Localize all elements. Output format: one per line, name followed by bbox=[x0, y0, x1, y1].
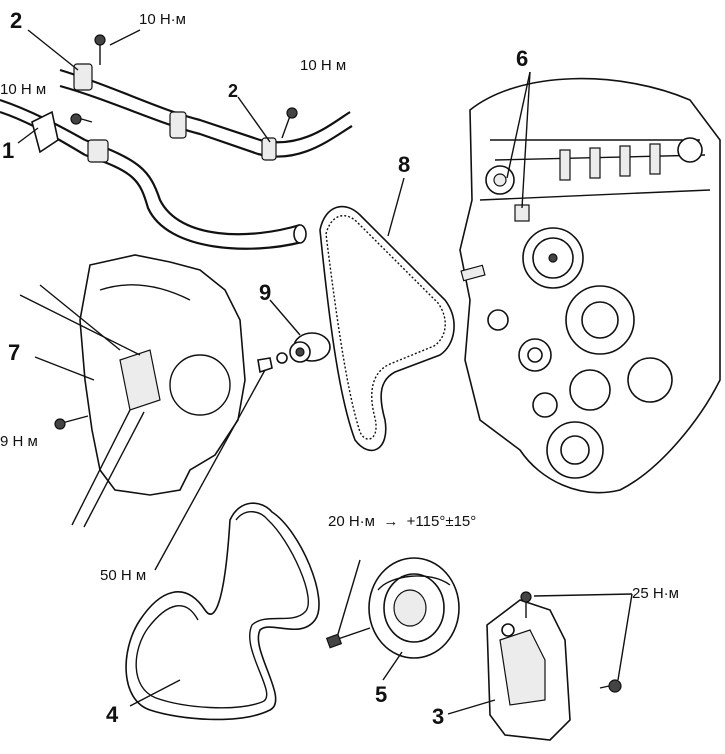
callout-6: 5 bbox=[375, 682, 387, 707]
leader-lines bbox=[17, 29, 633, 715]
callout-3: 3 bbox=[432, 704, 444, 729]
timing-belt bbox=[319, 205, 455, 452]
bracket-bolt-top bbox=[520, 591, 532, 618]
callout-8: 8 bbox=[398, 152, 410, 177]
torque-label-cover: 9 Н м bbox=[0, 433, 38, 450]
timing-cover bbox=[19, 254, 246, 528]
torque-label-mid: 10 Н м bbox=[300, 57, 346, 74]
cover-bracket bbox=[486, 599, 571, 741]
hose-clamp-2 bbox=[169, 111, 187, 139]
callout-4: 4 bbox=[106, 702, 119, 727]
torque-label-tensioner: 50 Н м bbox=[100, 567, 146, 584]
hose-assembly bbox=[0, 63, 353, 250]
bracket-bolt-lower bbox=[599, 679, 622, 693]
torque-label-crank: 20 Н·м → +115°±15° bbox=[328, 513, 476, 530]
hose-bolt-top bbox=[94, 34, 106, 65]
auxiliary-belt bbox=[125, 502, 320, 721]
callout-5: 6 bbox=[516, 46, 528, 71]
crank-bolt bbox=[325, 627, 371, 649]
torque-label-top: 10 Н·м bbox=[139, 11, 186, 28]
callout-9: 9 bbox=[259, 280, 271, 305]
hose-clamp-4 bbox=[261, 137, 277, 161]
hose-bolt-left bbox=[70, 113, 93, 125]
callout-7: 7 bbox=[8, 340, 20, 365]
torque-label-bracket: 25 Н·м bbox=[632, 585, 679, 602]
callout-1: 1 bbox=[2, 138, 14, 163]
hose-clamp-1 bbox=[87, 139, 109, 163]
crankshaft-pulley bbox=[368, 557, 460, 659]
torque-label-left: 10 Н м bbox=[0, 81, 46, 98]
callout-2-top: 2 bbox=[10, 8, 22, 33]
cover-bolt bbox=[54, 415, 89, 430]
bracket-1 bbox=[31, 110, 59, 154]
hose-bolt-mid bbox=[281, 107, 298, 139]
tensioner-pulley bbox=[257, 332, 331, 374]
hose-clamp-3 bbox=[73, 63, 93, 91]
engine-block bbox=[459, 77, 721, 494]
callout-2-mid: 2 bbox=[228, 81, 238, 101]
engine-stud bbox=[460, 264, 486, 282]
